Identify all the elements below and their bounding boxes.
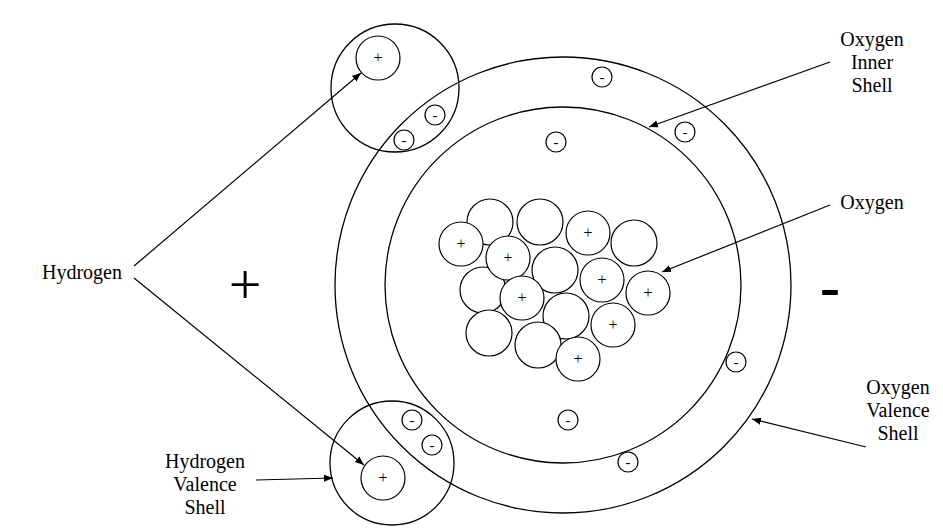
particle-ring [546, 132, 566, 152]
particle-ring [394, 130, 414, 150]
proton-circle: + [625, 270, 671, 316]
proton-circle: + [360, 455, 406, 501]
leader-line [752, 419, 866, 447]
charge-sign: - [410, 413, 415, 428]
part-label: Oxygen [840, 191, 903, 214]
hydrogen-valence-shell [330, 401, 454, 525]
leader-line [649, 62, 830, 127]
electron-circle: - [401, 409, 423, 431]
particle-ring [439, 222, 483, 266]
neutron [611, 220, 657, 266]
electron-circle: - [674, 121, 696, 143]
neutron [515, 322, 561, 368]
charge-sign-large: + [229, 256, 262, 314]
particle-ring [726, 352, 746, 372]
neutron [466, 310, 512, 356]
part-label: Hydrogen [42, 261, 122, 284]
electron-circle: - [421, 434, 443, 456]
charge-sign: - [683, 125, 688, 140]
part-label: Oxygen Inner Shell [840, 28, 903, 97]
charge-sign: + [583, 225, 592, 241]
particle-ring [580, 258, 624, 302]
part-label: Hydrogen Valence Shell [165, 450, 245, 519]
charge-sign: + [517, 290, 526, 306]
charge-sign: - [430, 438, 435, 453]
particle-ring [618, 452, 638, 472]
proton-circle: + [355, 35, 401, 81]
particle-ring [425, 105, 445, 125]
oxygen-valence-shell [335, 57, 791, 513]
particle-ring [626, 271, 670, 315]
particle-ring [592, 67, 612, 87]
proton-circle: + [555, 336, 601, 382]
particle-ring [356, 36, 400, 80]
particle-ring [558, 410, 578, 430]
proton-circle: + [438, 221, 484, 267]
charge-sign: + [503, 250, 512, 266]
leader-line [662, 205, 830, 272]
charge-sign: - [734, 355, 739, 370]
particle-ring [486, 236, 530, 280]
charge-sign: + [373, 50, 382, 66]
particle-ring [422, 435, 442, 455]
particle-ring [500, 276, 544, 320]
electron-circle: - [591, 66, 613, 88]
neutrons [460, 199, 657, 368]
charge-sign: - [626, 455, 631, 470]
hydrogen-valence-shell [331, 24, 459, 152]
charge-sign: + [378, 470, 387, 486]
leader-lines [134, 62, 866, 480]
charge-sign: + [456, 236, 465, 252]
proton-circle: + [499, 275, 545, 321]
charge-sign: + [597, 272, 606, 288]
charge-sign: - [402, 133, 407, 148]
charge-sign: + [573, 351, 582, 367]
particle-ring [402, 410, 422, 430]
charge-sign: - [433, 108, 438, 123]
charge-sign: + [643, 285, 652, 301]
particle-ring [566, 211, 610, 255]
leader-line [256, 478, 333, 480]
electron-circle: - [424, 104, 446, 126]
part-label: Oxygen Valence Shell [866, 376, 929, 445]
charge-sign: - [554, 135, 559, 150]
oxygen-inner-shell [385, 107, 741, 463]
charge-sign: + [608, 317, 617, 333]
particle-ring [556, 337, 600, 381]
electron-circle: - [557, 409, 579, 431]
proton-circle: + [590, 302, 636, 348]
proton-circle: + [565, 210, 611, 256]
proton-circle: + [485, 235, 531, 281]
electron-circle: - [545, 131, 567, 153]
electron-circle: - [725, 351, 747, 373]
charge-sign: - [600, 70, 605, 85]
electron-circle: - [393, 129, 415, 151]
particle-ring [591, 303, 635, 347]
particle-ring [361, 456, 405, 500]
particle-ring [675, 122, 695, 142]
charge-sign-large: - [820, 256, 840, 316]
neutron [517, 199, 563, 245]
proton-circle: + [579, 257, 625, 303]
charge-sign: - [566, 413, 571, 428]
electron-circle: - [617, 451, 639, 473]
leader-line [134, 73, 361, 266]
